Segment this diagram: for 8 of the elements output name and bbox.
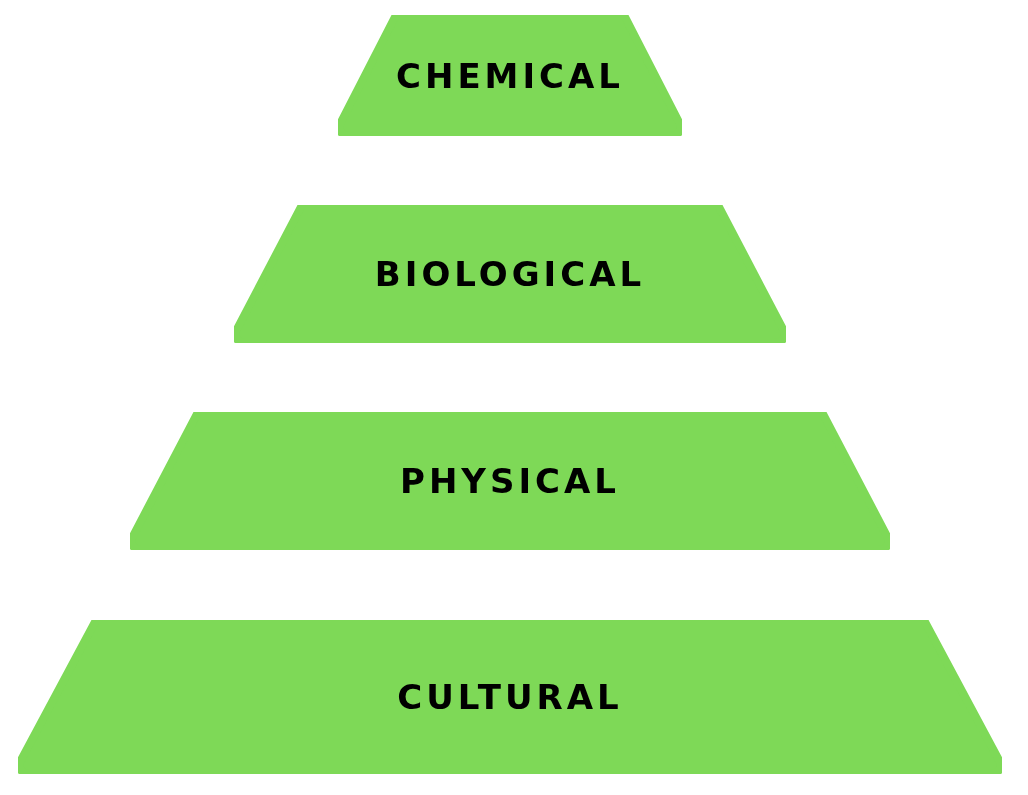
tier-label: CHEMICAL <box>395 55 625 96</box>
tier-label: BIOLOGICAL <box>374 254 646 294</box>
tier-label: CULTURAL <box>397 677 623 717</box>
pyramid-tier <box>338 15 682 136</box>
pyramid-tier <box>130 412 890 550</box>
pyramid-tier <box>18 620 1002 774</box>
pyramid-tier <box>234 205 786 343</box>
tier-label: PHYSICAL <box>399 461 621 501</box>
